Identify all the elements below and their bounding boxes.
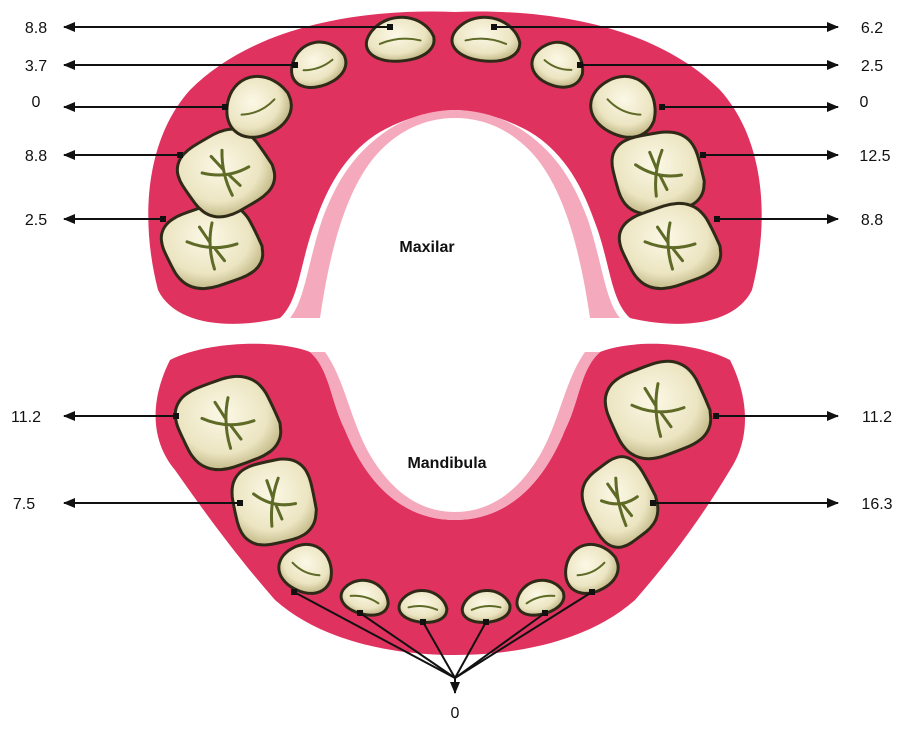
value-label: 11.2 bbox=[11, 409, 41, 426]
value-label: 3.7 bbox=[25, 58, 47, 75]
value-label: 2.5 bbox=[25, 212, 47, 229]
pointer-marker bbox=[173, 413, 179, 419]
upper-left-values: 8.8 3.7 0 8.8 2.5 bbox=[25, 20, 47, 229]
tooth-outline bbox=[619, 203, 720, 288]
value-label: 8.8 bbox=[25, 148, 47, 165]
pointer-marker bbox=[357, 610, 363, 616]
pointer-marker bbox=[650, 500, 656, 506]
mandibula-label: Mandibula bbox=[407, 455, 486, 472]
pointer-marker bbox=[420, 619, 426, 625]
value-label: 8.8 bbox=[25, 20, 47, 37]
upper-right-values: 6.2 2.5 0 12.5 8.8 bbox=[859, 20, 890, 229]
pointer-marker bbox=[237, 500, 243, 506]
value-label: 12.5 bbox=[859, 148, 890, 165]
value-label: 0 bbox=[32, 94, 41, 111]
molar-tooth bbox=[605, 361, 710, 458]
pointer-marker bbox=[589, 589, 595, 595]
tooth-outline bbox=[605, 361, 710, 458]
pointer-marker bbox=[291, 589, 297, 595]
pointer-marker bbox=[659, 104, 665, 110]
tooth-outline bbox=[175, 376, 280, 469]
pointer-marker bbox=[714, 216, 720, 222]
value-label: 7.5 bbox=[13, 496, 35, 513]
value-label: 16.3 bbox=[861, 496, 892, 513]
value-label: 6.2 bbox=[861, 20, 883, 37]
pointer-marker bbox=[491, 24, 497, 30]
pointer-marker bbox=[713, 413, 719, 419]
pointer-marker bbox=[542, 610, 548, 616]
value-label: 11.2 bbox=[862, 409, 892, 426]
pointer-marker bbox=[292, 62, 298, 68]
maxilar-label: Maxilar bbox=[399, 239, 454, 256]
pointer-marker bbox=[700, 152, 706, 158]
pointer-marker bbox=[577, 62, 583, 68]
value-label: 8.8 bbox=[861, 212, 883, 229]
pointer-marker bbox=[177, 152, 183, 158]
molar-tooth bbox=[175, 376, 280, 469]
molar-tooth bbox=[619, 203, 720, 288]
value-label: 2.5 bbox=[861, 58, 883, 75]
pointer-marker bbox=[483, 619, 489, 625]
value-label: 0 bbox=[451, 705, 460, 722]
value-label: 0 bbox=[860, 94, 869, 111]
pointer-marker bbox=[222, 104, 228, 110]
pointer-marker bbox=[387, 24, 393, 30]
pointer-marker bbox=[160, 216, 166, 222]
